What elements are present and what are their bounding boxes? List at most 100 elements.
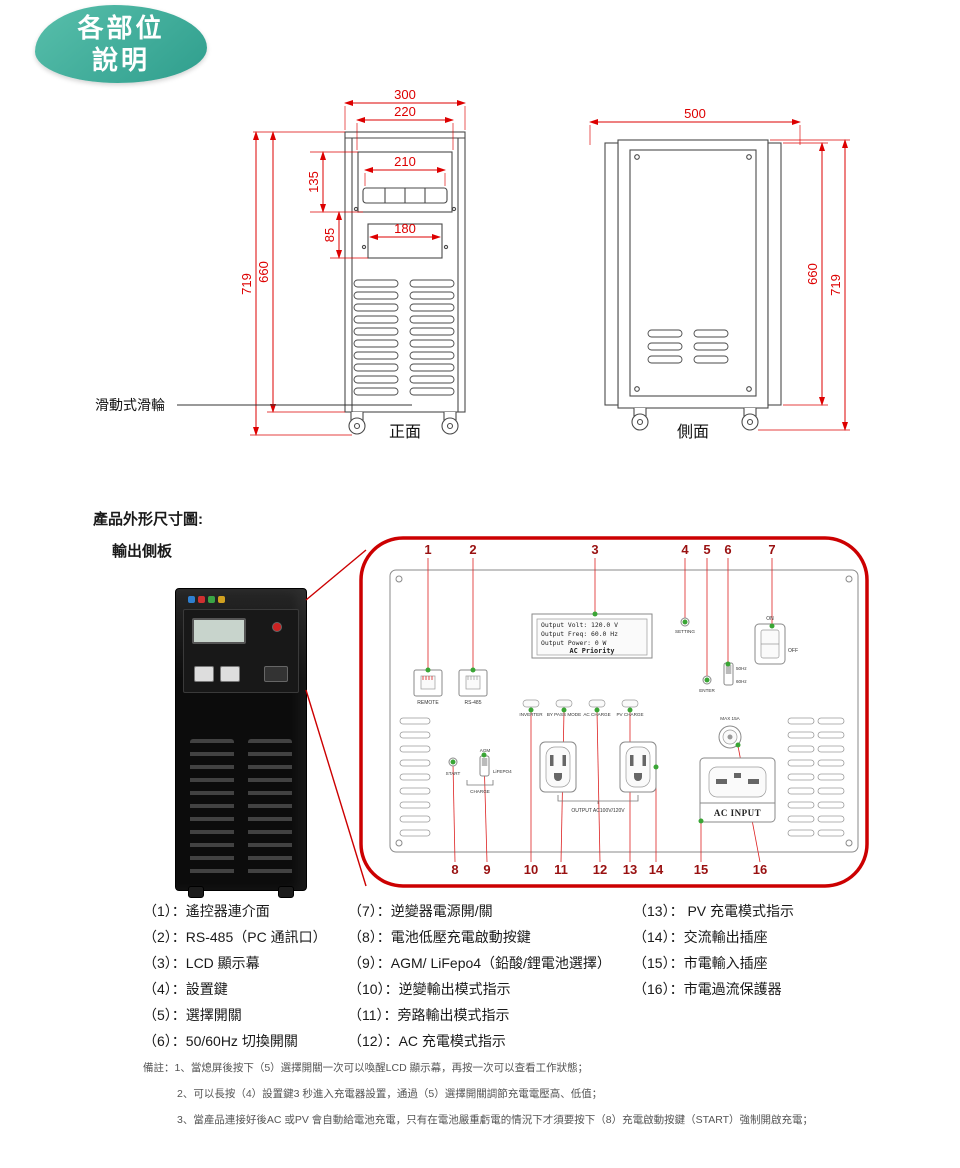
product-outlet (194, 666, 214, 682)
callout-9: 9 (483, 862, 490, 877)
remote-jack: REMOTE (413, 669, 443, 706)
callout-3: 3 (591, 542, 598, 557)
product-vents-right (248, 739, 292, 877)
bypass-label: BY PASS MODE (547, 712, 581, 717)
dim-front-135: 135 (306, 171, 321, 193)
side-casters (631, 408, 759, 431)
legend-item: （4）：設置鍵 (143, 981, 228, 997)
note-item: 1、當熄屏後按下（5）選擇開關一次可以喚醒LCD 顯示幕，再按一次可以查看工作狀… (174, 1062, 589, 1074)
ac-charge-label: AC CHARGE (583, 712, 610, 717)
front-vents (353, 279, 455, 396)
product-photo (175, 588, 307, 898)
lifepo4-label: LiFEPO4 (493, 769, 512, 774)
dim-front-85: 85 (322, 228, 337, 242)
legend-item: （11）：旁路輸出模式指示 (348, 1007, 510, 1023)
side-vents (647, 329, 729, 364)
legend-item: （16）：市電過流保護器 (633, 981, 782, 997)
marker-dots (425, 611, 775, 824)
on-label: ON (766, 616, 774, 622)
legend-item: （13）： PV 充電模式指示 (633, 903, 795, 919)
legend-item: （2）：RS-485（PC 通訊口） (143, 929, 327, 945)
legend-column-1: （1）：遙控器連介面 （2）：RS-485（PC 通訊口） （3）：LCD 顯示… (143, 898, 327, 1054)
legend-item: （5）：選擇開關 (143, 1007, 242, 1023)
dim-side-719: 719 (828, 274, 843, 296)
callout-8: 8 (451, 862, 458, 877)
callout-10: 10 (524, 862, 538, 877)
zoom-connector-lines (305, 549, 367, 887)
product-outlet (220, 666, 240, 682)
legend-item: （12）：AC 充電模式指示 (348, 1033, 506, 1049)
lcd-priority-line: AC Priority (569, 647, 614, 655)
callout-7: 7 (768, 542, 775, 557)
product-power-button (272, 622, 282, 632)
ac-charge-led (588, 699, 606, 708)
output-ac-bracket: OUTPUT AC100V/120V (557, 795, 639, 814)
bypass-led (555, 699, 573, 708)
callout-15: 15 (694, 862, 708, 877)
legend-column-3: （13）： PV 充電模式指示 （14）：交流輸出插座 （15）：市電輸入插座 … (633, 898, 794, 1002)
remote-label: REMOTE (417, 700, 439, 706)
product-ac-inlet (264, 666, 288, 682)
enter-label: ENTER (699, 688, 715, 693)
lcd-power-line: Output Power: 0 W (541, 639, 607, 647)
dimension-diagram-title: 產品外形尺寸圖: (93, 511, 203, 528)
front-casters (348, 412, 459, 435)
callout-2: 2 (469, 542, 476, 557)
circuit-breaker: MAX 15A (718, 716, 742, 749)
badge-line1: 各部位 (77, 13, 165, 43)
hz60-label: 60Hz (736, 679, 747, 684)
off-label: OFF (788, 648, 798, 654)
legend-item: （6）：50/60Hz 切換開關 (143, 1033, 298, 1049)
legend-item: （14）：交流輸出插座 (633, 929, 768, 945)
caster-label: 滑動式滑輪 (95, 397, 165, 413)
setting-label: SETTING (675, 629, 695, 634)
legend-item: （15）：市電輸入插座 (633, 955, 768, 971)
rs485-label: RS-485 (465, 700, 482, 706)
battery-type-switch: AGM LiFEPO4 (479, 748, 512, 777)
lcd-freq-line: Output Freq: 60.0 Hz (541, 630, 618, 638)
legend-column-2: （7）：逆變器電源開/關 （8）：電池低壓充電啟動按鍵 （9）：AGM/ LiF… (348, 898, 611, 1054)
legend-item: （1）：遙控器連介面 (143, 903, 270, 919)
inverter-label: INVERTER (519, 712, 543, 717)
charge-label: CHARGE (470, 789, 490, 794)
legend-item: （9）：AGM/ LiFepo4（鉛酸/鋰電池選擇） (348, 955, 611, 971)
logo-mark (188, 596, 195, 603)
hz50-label: 50Hz (736, 666, 747, 671)
section-badge: 各部位 說明 (35, 5, 207, 83)
footnotes: 備註：1、當熄屏後按下（5）選擇開關一次可以喚醒LCD 顯示幕，再按一次可以查看… (143, 1055, 943, 1133)
brand-logo (188, 596, 225, 603)
agm-label: AGM (480, 748, 491, 753)
logo-mark (198, 596, 205, 603)
dim-side-500: 500 (684, 106, 706, 121)
dim-front-719: 719 (239, 273, 254, 295)
callout-4: 4 (681, 542, 689, 557)
product-wheel (278, 886, 294, 898)
callout-13: 13 (623, 862, 637, 877)
front-view-label: 正面 (389, 424, 421, 441)
dim-front-300: 300 (394, 87, 416, 102)
lcd-display: Output Volt: 120.0 V Output Freq: 60.0 H… (531, 613, 653, 659)
callout-5: 5 (703, 542, 710, 557)
ac-input-label: AC INPUT (714, 808, 761, 818)
logo-mark (218, 596, 225, 603)
ac-outlet-right (619, 741, 657, 793)
badge-line2: 說明 (91, 45, 150, 75)
callout-1: 1 (424, 542, 431, 557)
dim-front-660: 660 (256, 261, 271, 283)
max15a-label: MAX 15A (720, 716, 740, 721)
ac-input-socket: AC INPUT (699, 757, 776, 823)
notes-prefix: 備註： (143, 1062, 175, 1074)
legend-item: （7）：逆變器電源開/關 (348, 903, 493, 919)
side-view-drawing: 500 660 719 側面 (589, 106, 850, 441)
dim-front-220: 220 (394, 104, 416, 119)
callout-numbers: 1 2 3 4 5 6 7 8 9 10 11 12 13 14 15 16 (424, 542, 775, 877)
legend-item: （8）：電池低壓充電啟動按鍵 (348, 929, 531, 945)
front-view-drawing: 300 220 210 180 135 85 660 719 滑動式滑輪 (95, 87, 466, 441)
note-row: 備註：1、當熄屏後按下（5）選擇開關一次可以喚醒LCD 顯示幕，再按一次可以查看… (143, 1055, 943, 1081)
pv-charge-label: PV CHARGE (616, 712, 643, 717)
output-panel-diagram: Output Volt: 120.0 V Output Freq: 60.0 H… (359, 536, 869, 888)
product-lcd (192, 618, 246, 644)
dim-front-180: 180 (394, 221, 416, 236)
dimension-drawings: 300 220 210 180 135 85 660 719 滑動式滑輪 (95, 87, 850, 441)
